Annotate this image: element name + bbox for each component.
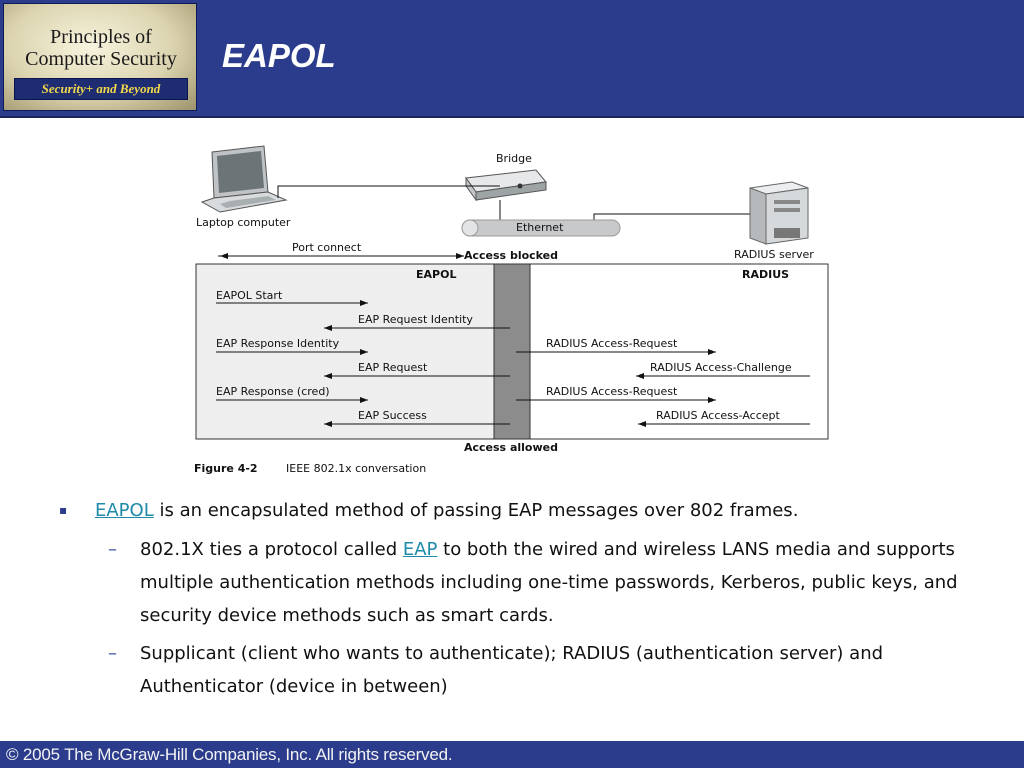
msg-radius-access-challenge: RADIUS Access-Challenge — [650, 361, 792, 374]
left-message-6: EAP Success — [324, 409, 510, 427]
bridge-icon — [465, 169, 547, 202]
msg-eap-response-identity: EAP Response Identity — [216, 337, 340, 350]
access-blocked-label: Access blocked — [464, 249, 558, 262]
ethernet-bus — [461, 219, 621, 237]
msg-eap-success: EAP Success — [358, 409, 427, 422]
right-message-1: RADIUS Access-Request — [516, 337, 716, 355]
left-message-1: EAPOL Start — [216, 289, 368, 306]
dash-bullet-icon: – — [108, 539, 117, 560]
figure-caption-text: IEEE 802.1x conversation — [286, 462, 426, 475]
square-bullet-icon: ▪ — [59, 503, 68, 517]
msg-eap-request-identity: EAP Request Identity — [358, 313, 473, 326]
diagram-svg: Laptop computer Bridge Ethernet RAD — [194, 145, 829, 475]
dash-bullet-icon: – — [108, 643, 117, 664]
sub-bullet-8021x: – 802.1X ties a protocol called EAP to b… — [108, 533, 980, 632]
laptop-icon — [200, 145, 288, 213]
sub-bullet-8021x-pre: 802.1X ties a protocol called — [140, 539, 403, 560]
eap-link[interactable]: EAP — [402, 539, 438, 560]
msg-eap-response-cred: EAP Response (cred) — [216, 385, 330, 398]
slide-header: Principles of Computer Security Security… — [0, 0, 1024, 116]
slide-title: EAPOL — [222, 37, 336, 74]
sub-bullet-supplicant-text: Supplicant (client who wants to authenti… — [140, 643, 884, 697]
ethernet-label: Ethernet — [516, 221, 564, 234]
radius-server-label: RADIUS server — [734, 248, 814, 261]
eapol-heading: EAPOL — [416, 268, 456, 281]
left-message-4: EAP Request — [324, 361, 510, 379]
figure-caption-label: Figure 4-2 — [194, 462, 258, 475]
msg-eapol-start: EAPOL Start — [216, 289, 283, 302]
bullet-eapol-text: is an encapsulated method of passing EAP… — [153, 500, 799, 521]
msg-radius-access-request-2: RADIUS Access-Request — [546, 385, 678, 398]
left-message-2: EAP Request Identity — [324, 313, 510, 331]
copyright-text: © 2005 The McGraw-Hill Companies, Inc. A… — [6, 745, 453, 764]
logo-line-2: Computer Security — [25, 48, 177, 70]
logo-line-1: Principles of — [50, 26, 152, 48]
sub-bullet-supplicant: – Supplicant (client who wants to authen… — [108, 637, 980, 703]
laptop-link-line — [277, 185, 500, 198]
access-allowed-label: Access allowed — [464, 441, 558, 454]
bridge-label: Bridge — [496, 152, 532, 165]
msg-eap-request: EAP Request — [358, 361, 428, 374]
msg-radius-access-accept: RADIUS Access-Accept — [656, 409, 781, 422]
right-message-3: RADIUS Access-Request — [516, 385, 716, 403]
left-message-3: EAP Response Identity — [216, 337, 368, 355]
right-message-4: RADIUS Access-Accept — [638, 409, 810, 427]
server-icon — [749, 181, 809, 245]
header-divider — [0, 116, 1024, 118]
bullet-eapol: ▪ EAPOL is an encapsulated method of pas… — [59, 494, 975, 527]
logo-subtitle: Security+ and Beyond — [14, 78, 188, 100]
book-logo: Principles of Computer Security Security… — [3, 3, 197, 111]
right-message-2: RADIUS Access-Challenge — [636, 361, 810, 379]
port-connect-label: Port connect — [292, 241, 362, 254]
slide-footer: © 2005 The McGraw-Hill Companies, Inc. A… — [0, 741, 1024, 768]
radius-heading: RADIUS — [742, 268, 789, 281]
eapol-link[interactable]: EAPOL — [95, 500, 154, 521]
msg-radius-access-request-1: RADIUS Access-Request — [546, 337, 678, 350]
laptop-label: Laptop computer — [196, 216, 291, 229]
sub-bullet-8021x-post: to both the wired and wireless LANS medi… — [140, 539, 958, 626]
left-message-5: EAP Response (cred) — [216, 385, 368, 403]
eapol-diagram: Laptop computer Bridge Ethernet RAD — [190, 142, 835, 482]
